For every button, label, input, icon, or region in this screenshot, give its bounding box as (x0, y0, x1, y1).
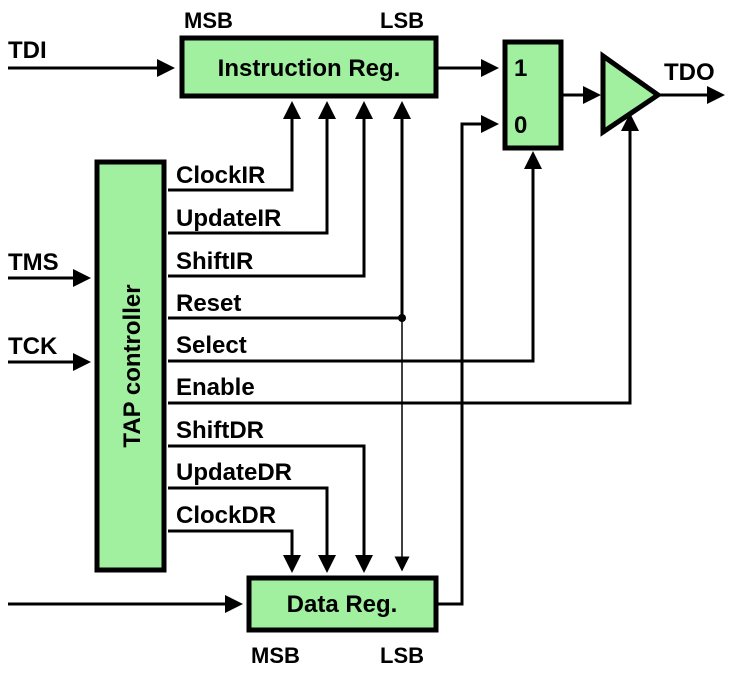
select-wire (168, 151, 542, 363)
shift-ir-wire (168, 101, 373, 278)
tdo-label: TDO (664, 59, 715, 86)
instruction-register-box (179, 35, 439, 99)
update-ir-wire (168, 101, 336, 235)
instruction-register-label: Instruction Reg. (218, 55, 401, 82)
shift-dr-wire (168, 444, 373, 573)
ir-lsb-label: LSB (380, 8, 424, 33)
reset-label: Reset (176, 290, 241, 317)
mux-box (502, 39, 564, 151)
ir-msb-label: MSB (184, 8, 233, 33)
data-register-box (246, 575, 439, 633)
tck-label: TCK (8, 333, 58, 360)
dr-lsb-label: LSB (380, 643, 424, 668)
update-dr-label: UpdateDR (176, 459, 292, 486)
tms-label: TMS (8, 249, 59, 276)
clock-ir-wire (168, 101, 301, 192)
tap-controller-box (94, 159, 167, 573)
dr-to-mux-wire (438, 115, 499, 606)
data-register-label: Data Reg. (287, 591, 398, 618)
clock-dr-wire (168, 529, 301, 573)
enable-label: Enable (176, 374, 255, 401)
update-dr-wire (168, 486, 336, 573)
reset-junction (398, 314, 406, 322)
tdi-label: TDI (8, 37, 47, 64)
clock-dr-label: ClockDR (176, 502, 276, 529)
shift-ir-label: ShiftIR (176, 248, 253, 275)
select-label: Select (176, 332, 247, 359)
enable-wire (168, 113, 639, 405)
update-ir-label: UpdateIR (176, 205, 281, 232)
tap-controller-label: TAP controller (119, 284, 146, 447)
clock-ir-label: ClockIR (176, 162, 265, 189)
output-buffer-triangle (600, 51, 663, 137)
mux-input-0-label: 0 (514, 112, 527, 139)
shift-dr-label: ShiftDR (176, 417, 264, 444)
dr-msb-label: MSB (251, 643, 300, 668)
mux-input-1-label: 1 (514, 55, 527, 82)
